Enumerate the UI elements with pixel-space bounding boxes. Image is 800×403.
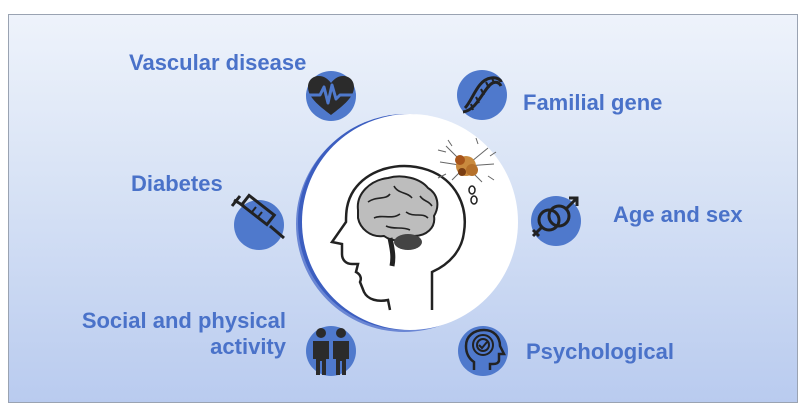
social-badge [306, 326, 356, 376]
gender-icon [531, 196, 579, 238]
syringe-icon [230, 193, 285, 240]
diabetes-badge [230, 193, 285, 250]
familial-badge [457, 70, 507, 120]
label-vascular-disease: Vascular disease [129, 50, 307, 75]
heart-ecg-icon [306, 76, 356, 115]
label-social-physical: Social and physical activity [66, 308, 286, 360]
age-sex-badge [531, 196, 581, 246]
label-familial-gene: Familial gene [523, 90, 663, 115]
people-icon [313, 328, 349, 375]
label-psychological: Psychological [526, 339, 674, 364]
head-brain-icon [329, 164, 466, 311]
label-diabetes: Diabetes [131, 171, 223, 196]
dna-icon [462, 76, 503, 114]
label-social-line1: Social and physical [81, 308, 286, 333]
label-age-and-sex: Age and sex [613, 202, 743, 227]
head-check-icon [464, 328, 507, 370]
neuron-plaque-icon [437, 137, 497, 205]
label-social-line2: activity [210, 334, 286, 359]
psych-badge [458, 326, 508, 376]
vascular-badge [306, 71, 356, 121]
